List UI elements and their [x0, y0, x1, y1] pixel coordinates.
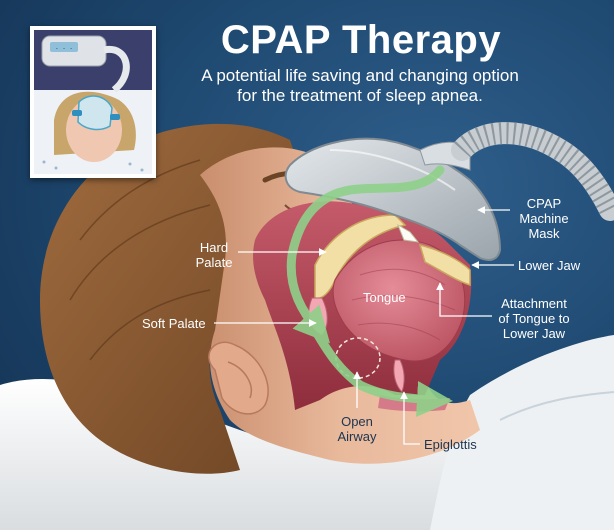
machine-display	[50, 42, 78, 52]
cpap-mask	[284, 137, 502, 261]
label-lower-jaw: Lower Jaw	[518, 258, 581, 273]
page-title: CPAP Therapy	[220, 18, 502, 62]
label-attachment: Attachment of Tongue to Lower Jaw	[498, 296, 570, 341]
lower-jaw	[418, 243, 471, 287]
label-epiglottis: Epiglottis	[424, 437, 477, 452]
hard-palate	[314, 214, 407, 300]
cpap-hose	[451, 122, 614, 221]
leader-lines	[214, 206, 514, 445]
label-open-airway: Open Airway	[337, 414, 377, 444]
patient-photo: - - -	[34, 30, 152, 174]
label-tongue: Tongue	[363, 290, 406, 305]
page-subtitle: A potential life saving and changing opt…	[180, 66, 540, 106]
subtitle-line-1: A potential life saving and changing opt…	[201, 66, 519, 85]
svg-text:- - -: - - -	[55, 45, 73, 52]
inset-photo: - - -	[30, 26, 156, 178]
subtitle-line-2: for the treatment of sleep apnea.	[237, 86, 483, 105]
ear	[208, 341, 269, 415]
gown	[430, 335, 614, 530]
label-soft-palate: Soft Palate	[142, 316, 206, 331]
label-cpap-mask: CPAP Machine Mask	[519, 196, 569, 241]
label-hard-palate: Hard Palate	[195, 240, 233, 270]
